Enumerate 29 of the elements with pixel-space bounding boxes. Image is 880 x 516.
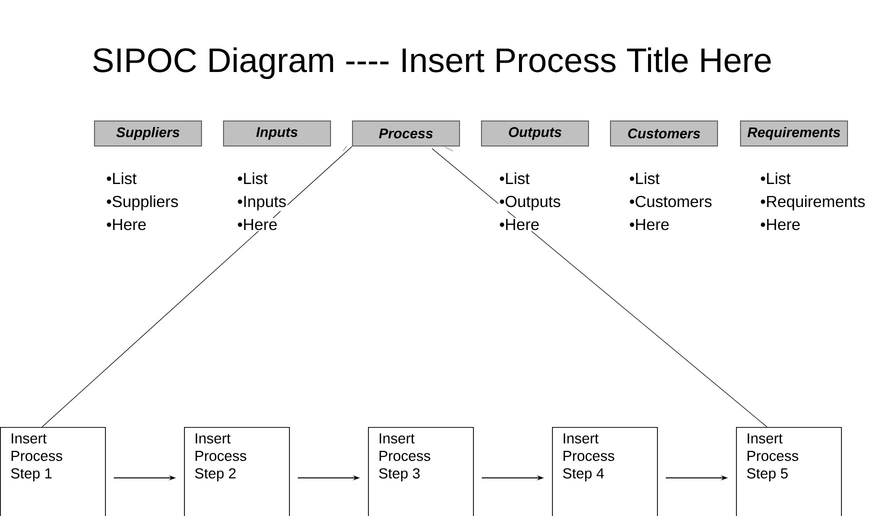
process-step-box: Insert Process Step 3 [368,426,474,516]
process-step-box: Insert Process Step 5 [736,426,842,516]
header-box: Outputs [481,120,589,146]
bullet-item: •List [498,171,531,186]
title: SIPOC Diagram ---- Insert Process Title Here [93,47,771,80]
header-box: Suppliers [94,120,202,146]
bullet-item: •Outputs [498,194,562,212]
bullet-item: •List [105,171,138,186]
header-box: Inputs [223,120,331,146]
process-step-box: Insert Process Step 2 [184,426,290,516]
connector-line [432,148,768,428]
header-box: Process [352,120,460,146]
header-box: Requirements [740,120,848,146]
bullet-item: •Here [628,218,670,232]
bullet-item: •List [759,171,792,186]
process-step-box: Insert Process Step 1 [0,426,106,516]
bullet-item: •Inputs [236,194,288,212]
bullet-item: •Requirements [759,194,866,212]
bullet-item: •Suppliers [105,194,180,212]
process-step-box: Insert Process Step 4 [552,426,658,516]
header-box: Customers [610,120,718,146]
connector-line [42,146,352,428]
bullet-item: •Here [759,218,802,232]
bullet-item: •Here [105,218,148,232]
bullet-item: •List [628,171,661,186]
bullet-item: •Here [236,218,278,232]
bullet-item: •Here [498,218,540,232]
bullet-item: •List [236,171,269,186]
bullet-item: •Customers [628,194,714,208]
